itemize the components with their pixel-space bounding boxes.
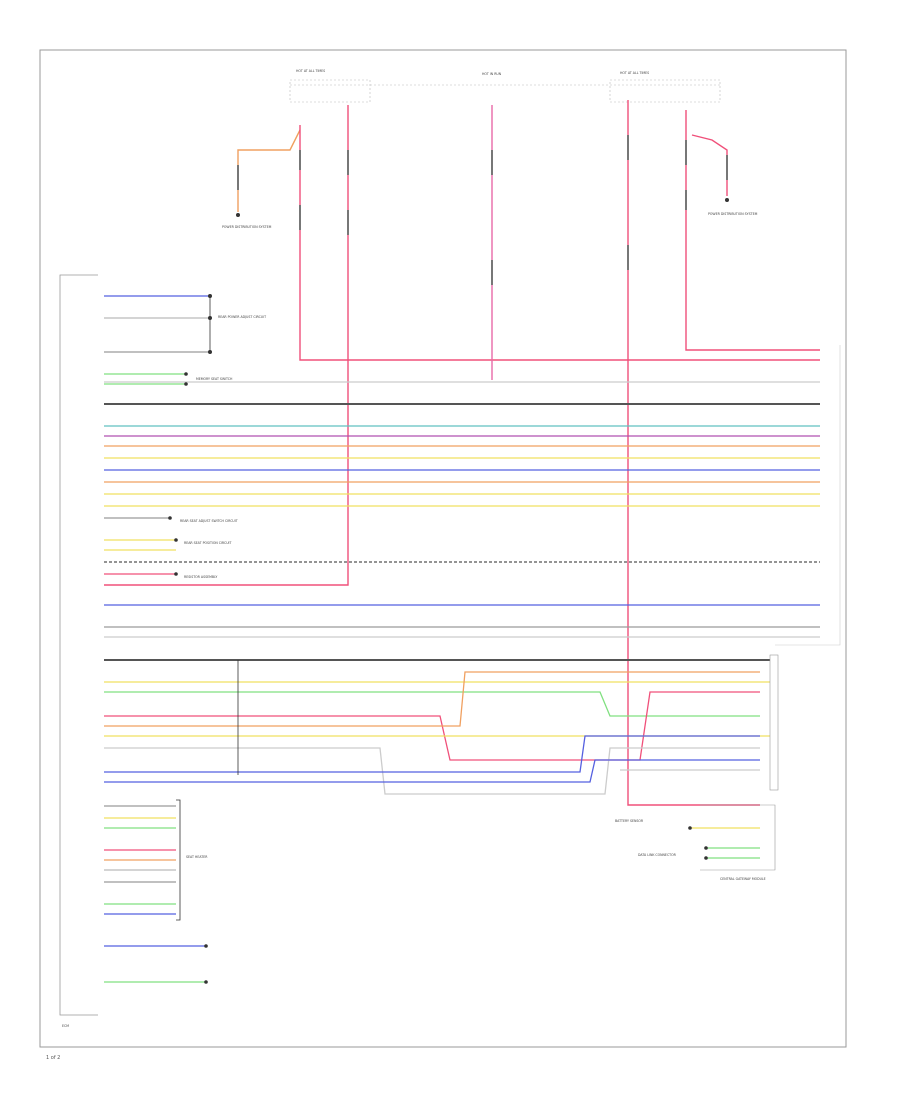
vertical-connectors [237,135,728,285]
battery-sensor-terminal [688,826,692,830]
dlc-note: DATA LINK CONNECTOR [638,853,677,857]
dlc-terminal-1 [704,846,708,850]
ecm-module-label: ECM [62,1024,69,1028]
ecm-module-outline [59,274,98,1016]
dlc-terminal-2 [704,856,708,860]
rear-seat-terminal-2 [204,980,208,984]
gateway-harness [104,659,770,795]
central-gateway-label: CENTRAL GATEWAY MODULE [720,877,766,881]
fuse-box-1-label: HOT AT ALL TIMES [296,69,325,73]
bottom-harness [104,945,206,983]
power-dist-left-label: POWER DISTRIBUTION SYSTEM [222,225,272,229]
central-gateway-outline [700,804,776,871]
entry-b-note: REAR SEAT POSITION CIRCUIT [184,541,231,545]
seat-heater-note: SEAT HEATER [186,855,208,859]
page-corner-label: 1 of 2 [46,1055,60,1061]
seat-heater-bracket [176,799,181,921]
entry-a-note: REAR SEAT ADJUST SWITCH CIRCUIT [180,519,238,523]
diagram-frame [39,49,847,1048]
fuse-block-group: HOT AT ALL TIMES HOT IN RUN HOT AT ALL T… [289,69,721,103]
power-dist-right-label: POWER DISTRIBUTION SYSTEM [708,212,758,216]
splice-dots [168,294,212,576]
fuse-box-3-label: HOT AT ALL TIMES [620,71,649,75]
gateway-connector-outline [769,654,779,791]
battery-sensor-note: BATTERY SENSOR [615,819,644,823]
rear-seat-terminal-1 [204,944,208,948]
upper-harness [104,295,820,638]
power-dist-right-terminal [725,198,729,202]
rear-adjust-note: REAR POWER ADJUST CIRCUIT [218,315,266,319]
right-terminal-bracket [775,640,841,646]
fuse-box-2-label: HOT IN RUN [482,72,502,76]
memory-switch-note: MEMORY SEAT SWITCH [196,377,233,381]
power-dist-left-terminal [236,213,240,217]
seat-heater-harness [104,805,176,915]
entry-c-note: RESISTOR ASSEMBLY [184,575,217,579]
